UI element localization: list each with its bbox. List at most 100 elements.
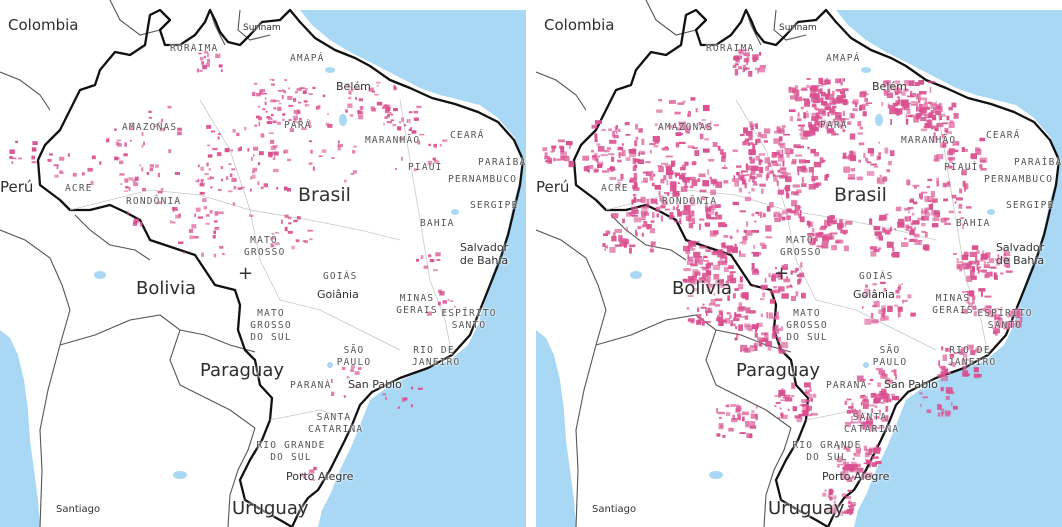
patch [717, 260, 720, 266]
patch [594, 169, 599, 173]
patch [835, 115, 839, 120]
patch [711, 251, 718, 255]
patch [771, 162, 778, 166]
map-panel-right[interactable]: Colombia Surinam Perú Bolivia Paraguay U… [536, 0, 1062, 527]
patch [904, 216, 908, 222]
patch [209, 210, 213, 214]
patch [851, 410, 859, 414]
patch [742, 240, 747, 245]
map-canvas[interactable] [0, 0, 526, 527]
city-marker-icon: + [774, 263, 790, 284]
patch [708, 303, 716, 306]
patch [348, 96, 352, 100]
patch [196, 68, 200, 73]
patch [855, 463, 861, 468]
patch [773, 316, 780, 320]
patch [935, 128, 939, 132]
patch [646, 227, 650, 230]
map-canvas[interactable] [536, 0, 1062, 527]
patch [920, 191, 928, 194]
patch [1004, 251, 1010, 254]
patch [840, 229, 848, 234]
patch [119, 160, 124, 165]
patch [583, 166, 589, 172]
patch [883, 89, 890, 93]
patch [646, 198, 650, 205]
patch [281, 219, 283, 224]
patch [932, 217, 940, 222]
patch [244, 126, 247, 131]
patch [125, 186, 129, 189]
patch [964, 358, 969, 361]
patch [833, 495, 837, 500]
patch [918, 112, 922, 116]
patch [611, 213, 619, 219]
patch [107, 137, 110, 140]
patch [948, 210, 954, 214]
patch [266, 121, 272, 124]
patch [53, 164, 59, 167]
patch [620, 173, 624, 180]
patch [929, 102, 937, 106]
patch [993, 308, 996, 314]
patch [826, 121, 833, 127]
patch [686, 129, 690, 134]
patch [811, 228, 815, 233]
patch [970, 270, 975, 277]
patch [688, 222, 694, 229]
patch [808, 167, 814, 173]
patch [952, 405, 958, 410]
patch [609, 247, 616, 253]
patch [894, 85, 901, 92]
patch [155, 164, 159, 168]
label-uruguay: Uruguay [232, 498, 309, 519]
patch [262, 108, 266, 111]
patch [846, 510, 850, 513]
patch [793, 89, 800, 96]
label-belem: Belém [872, 80, 907, 93]
patch [739, 432, 746, 434]
patch [859, 395, 864, 399]
patch [709, 273, 711, 277]
patch [921, 215, 925, 221]
patch [820, 225, 828, 229]
patch [919, 108, 923, 113]
label-amazonas: AMAZONAS [122, 122, 178, 133]
patch [656, 109, 663, 113]
patch [738, 302, 743, 307]
patch [355, 97, 357, 100]
patch [863, 445, 868, 451]
patch [204, 173, 209, 175]
patch [885, 406, 889, 412]
patch [838, 115, 842, 121]
patch [381, 106, 387, 109]
patch [706, 214, 712, 220]
patch [139, 164, 141, 167]
patch [433, 143, 437, 148]
patch [212, 234, 216, 239]
patch [972, 298, 975, 304]
patch [729, 314, 732, 319]
patch [393, 107, 398, 112]
patch [983, 260, 987, 265]
map-panel-left[interactable]: Colombia Surinam Perú Bolivia Paraguay U… [0, 0, 526, 527]
patch [31, 147, 37, 152]
patch [1004, 257, 1010, 260]
patch [914, 240, 922, 245]
patch [777, 345, 782, 352]
patch [865, 459, 872, 461]
patch [312, 166, 315, 171]
patch [706, 311, 708, 317]
patch [647, 224, 652, 229]
patch [252, 91, 256, 97]
patch [640, 210, 648, 214]
patch [727, 295, 730, 301]
patch [759, 183, 766, 187]
patch [880, 374, 888, 379]
patch [845, 496, 852, 500]
patch [994, 274, 998, 280]
patch [742, 64, 747, 70]
patch [821, 121, 825, 126]
patch [299, 87, 305, 89]
patch [260, 186, 264, 190]
